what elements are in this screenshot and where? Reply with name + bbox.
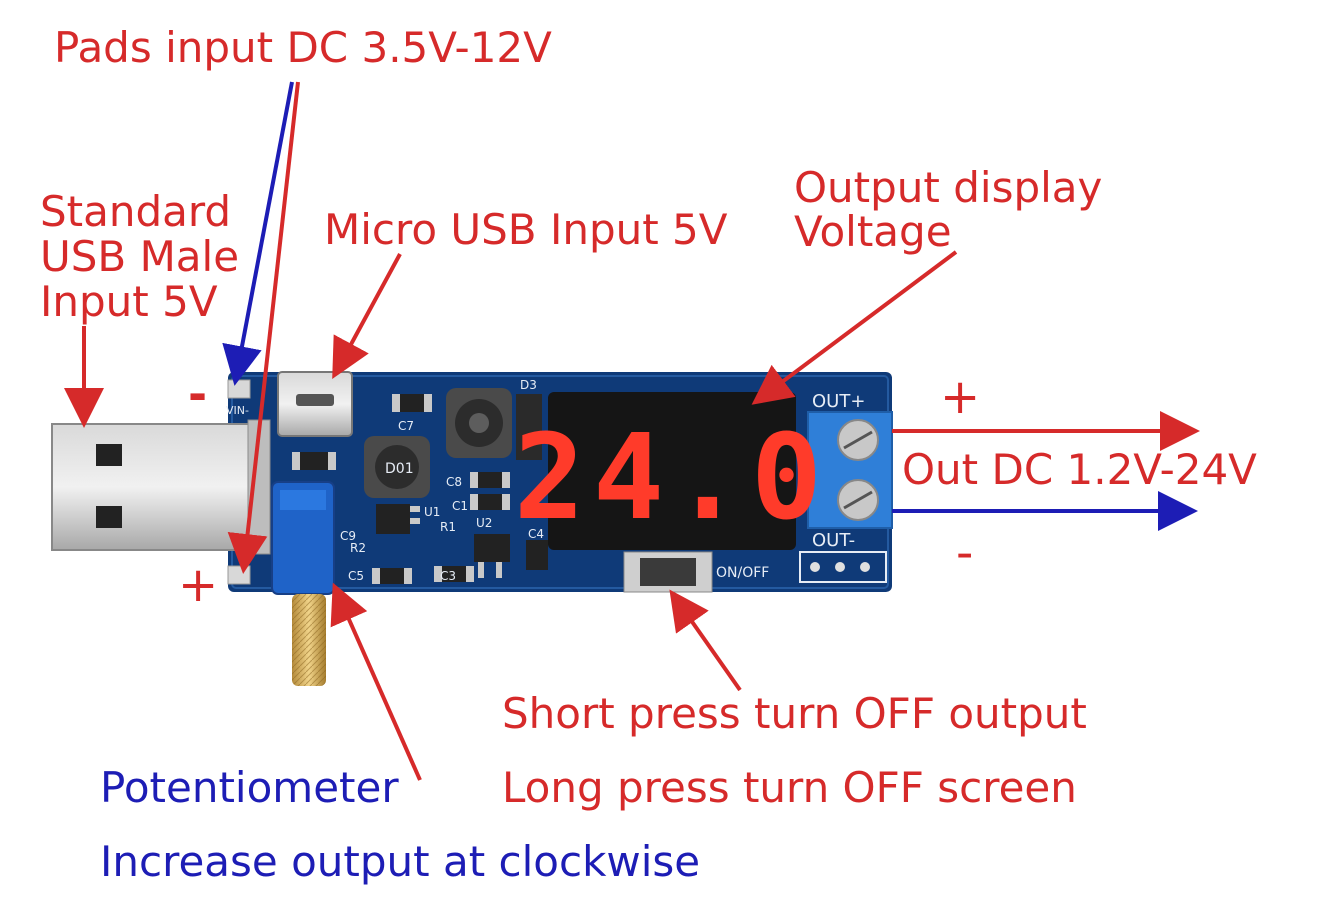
label-potentiometer: Potentiometer <box>100 763 399 812</box>
silk-c7: C7 <box>398 419 414 433</box>
label-increase-output: Increase output at clockwise <box>100 837 701 886</box>
inductor-small-marking: D01 <box>385 461 414 477</box>
usb-male-plug <box>51 419 271 555</box>
inductor-small: D01 <box>364 436 430 498</box>
screw-terminal <box>807 411 893 529</box>
arrow-pads-to-vin-plus <box>227 81 300 574</box>
silk-c4: C4 <box>528 527 544 541</box>
label-output-display-line1: Output display <box>794 163 1103 212</box>
micro-usb-connector <box>277 371 353 437</box>
silk-on-off: ON/OFF <box>716 565 769 581</box>
smd-components <box>292 394 548 584</box>
label-out-minus: - <box>956 525 974 581</box>
vin-plus-pad <box>227 565 251 585</box>
arrow-pads-to-vin-minus <box>222 81 294 386</box>
silk-out-minus: OUT- <box>812 530 855 551</box>
silk-r1: R1 <box>440 520 456 534</box>
label-vin-plus: + <box>178 557 219 613</box>
arrow-potentiometer <box>330 582 422 781</box>
label-vin-minus: - <box>188 367 208 421</box>
on-off-button <box>623 551 713 593</box>
arrow-output-display <box>751 250 958 405</box>
label-short-press: Short press turn OFF output <box>502 689 1087 738</box>
silk-c8: C8 <box>446 475 462 489</box>
diode-d3 <box>516 394 542 460</box>
label-usb-male-line3: Input 5V <box>40 277 218 326</box>
silk-c9: C9 <box>340 529 356 543</box>
label-out-dc: Out DC 1.2V-24V <box>902 445 1257 494</box>
silk-c3: C3 <box>440 569 456 583</box>
label-out-plus: + <box>940 369 981 425</box>
label-long-press: Long press turn OFF screen <box>502 763 1077 812</box>
silk-u1: U1 <box>424 505 440 519</box>
silk-out-plus: OUT+ <box>812 391 865 412</box>
label-usb-male-line2: USB Male <box>40 232 240 281</box>
label-usb-male-line1: Standard <box>40 187 232 236</box>
vin-minus-pad <box>227 379 251 399</box>
arrow-on-off-button <box>669 589 742 692</box>
seven-segment-display <box>548 392 796 550</box>
silk-r2: R2 <box>350 541 366 555</box>
silk-c5: C5 <box>348 569 364 583</box>
label-micro-usb: Micro USB Input 5V <box>324 205 728 254</box>
silk-vin-minus: VIN- <box>226 404 249 417</box>
label-output-display-line2: Voltage <box>794 207 952 256</box>
arrow-micro-usb <box>332 253 402 380</box>
silk-c1: C1 <box>452 499 468 513</box>
label-pads-input: Pads input DC 3.5V-12V <box>54 23 552 72</box>
potentiometer-body <box>271 481 335 595</box>
silk-d3: D3 <box>520 378 537 392</box>
potentiometer-shaft <box>292 594 326 686</box>
output-header-pins <box>799 551 887 583</box>
display-digits: 24.0 <box>514 408 830 546</box>
silk-u2: U2 <box>476 516 492 530</box>
inductor-large <box>446 388 512 458</box>
